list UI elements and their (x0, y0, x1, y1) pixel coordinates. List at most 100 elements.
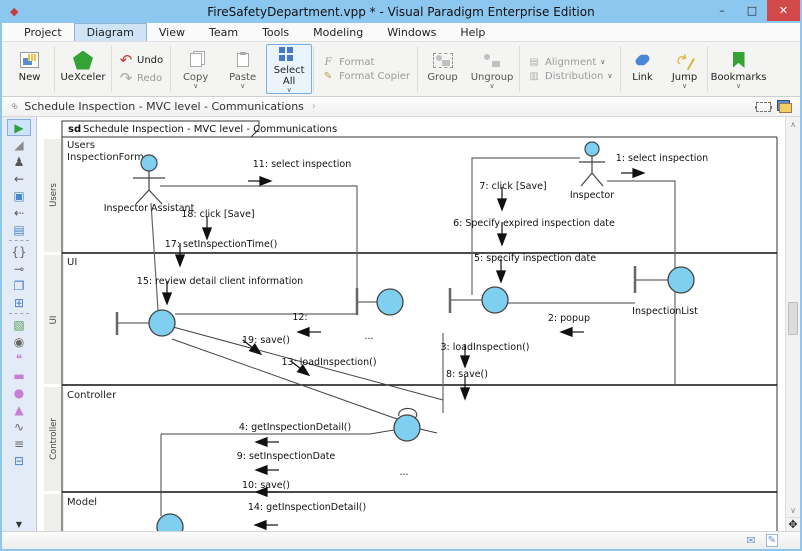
message-tool[interactable]: ← (13, 171, 25, 186)
message-pane-icon[interactable]: ✉ (746, 534, 756, 547)
message-11-label[interactable]: 11: select inspection (253, 159, 351, 170)
model-object-node[interactable] (156, 513, 184, 531)
lane-strip-ui (44, 255, 64, 384)
lane-label-ui: UI (49, 316, 59, 325)
window-tool[interactable]: ⊟ (13, 453, 25, 468)
message-9-label[interactable]: 9: setInspectionDate (237, 451, 336, 462)
jump-button[interactable]: ↷ Jump ∨ (671, 49, 698, 90)
layers-icon[interactable] (777, 100, 792, 113)
arrow-7-icon (496, 187, 508, 212)
message-17-label[interactable]: 17: setInspectionTime() (165, 239, 278, 250)
message-13-label[interactable]: 13: loadInspection() (281, 357, 376, 368)
message-14-label[interactable]: 14: getInspectionDetail() (248, 502, 366, 513)
alignment-button[interactable]: ▤ Alignment ∨ (527, 57, 612, 68)
ungroup-chevron-icon: ∨ (489, 82, 495, 90)
minimize-button[interactable]: – (719, 4, 725, 17)
menu-item-modeling[interactable]: Modeling (313, 25, 364, 39)
screen-capture-tool[interactable]: ◉ (13, 334, 25, 349)
arrow-2-icon (559, 326, 584, 338)
close-button[interactable]: ✕ (767, 0, 800, 21)
zoom-marquee-icon[interactable] (755, 101, 772, 112)
format-button[interactable]: F Format (321, 57, 410, 68)
pointer-tool[interactable]: ▶ (7, 119, 31, 136)
menu-item-view[interactable]: View (158, 25, 185, 39)
menu-item-windows[interactable]: Windows (387, 25, 437, 39)
maximize-button[interactable]: □ (746, 4, 758, 17)
diagram-canvas[interactable]: Users UI Controller sd Schedule Inspecti… (37, 117, 785, 531)
constraint-tool[interactable]: {} (11, 244, 27, 259)
message-8-label[interactable]: 8: save() (446, 369, 488, 380)
redo-button[interactable]: ↷ Redo (119, 68, 163, 87)
frame-title-tab[interactable] (61, 120, 260, 138)
message-12-label[interactable]: 12: (292, 312, 307, 323)
select-all-button[interactable]: Select All ∨ (266, 44, 313, 94)
message-18-label[interactable]: 18: click [Save] (181, 209, 254, 220)
ellipsis-label: ... (399, 467, 408, 478)
inspectionform-label[interactable]: InspectionForm (67, 152, 144, 163)
freehand-tool[interactable]: ∿ (13, 419, 25, 434)
inspection-list-node[interactable] (667, 266, 695, 294)
distribution-button[interactable]: ▥ Distribution ∨ (527, 71, 612, 82)
undo-icon: ↶ (119, 50, 133, 69)
scrollbar-thumb[interactable] (788, 302, 798, 336)
frame-tool[interactable]: ▣ (13, 188, 25, 203)
breadcrumb-diagram-name[interactable]: Schedule Inspection - MVC level - Commun… (24, 100, 304, 113)
inspection-list-label[interactable]: InspectionList (632, 306, 698, 317)
copy-button[interactable]: Copy ∨ (172, 44, 219, 94)
scrollbar-track[interactable] (786, 131, 800, 503)
actor-inspector[interactable] (579, 141, 605, 187)
message-4-label[interactable]: 4: getInspectionDetail() (239, 422, 351, 433)
actor-inspector-label[interactable]: Inspector (570, 190, 614, 201)
menu-item-diagram[interactable]: Diagram (73, 23, 147, 41)
sweeper-tool[interactable]: ◢ (14, 137, 24, 152)
link-button[interactable]: Link (622, 44, 664, 94)
message-5-label[interactable]: 5: specify inspection date (474, 253, 596, 264)
ungroup-icon (482, 53, 502, 68)
text-tool[interactable]: ≡ (13, 436, 25, 451)
ellipse-tool[interactable]: ● (13, 385, 25, 400)
vertical-scrollbar[interactable]: ∧ ∨ ✥ (785, 117, 800, 531)
menu-item-project[interactable]: Project (24, 25, 62, 39)
rectangle-tool[interactable]: ▬ (13, 368, 25, 383)
image-tool[interactable]: ▧ (13, 317, 25, 332)
message-6-label[interactable]: 6: Specify expired inspection date (453, 218, 615, 229)
bookmarks-button[interactable]: Bookmarks ∨ (709, 44, 769, 94)
controller-object-node[interactable] (393, 414, 421, 442)
polygon-tool[interactable]: ▲ (14, 402, 24, 417)
anchor-tool[interactable]: ⊸ (13, 261, 25, 276)
menu-item-tools[interactable]: Tools (262, 25, 290, 39)
message-7-label[interactable]: 7: click [Save] (479, 181, 546, 192)
ui-object-node[interactable] (148, 309, 176, 337)
edit-log-icon[interactable]: ✎ (765, 534, 778, 547)
new-button[interactable]: New (6, 44, 53, 94)
uexceler-button[interactable]: UeXceler (56, 44, 110, 94)
return-message-tool[interactable]: ⇠ (13, 205, 25, 220)
actor-inspector-assistant[interactable] (133, 154, 165, 205)
palette-more-button[interactable]: ▼ (15, 520, 23, 529)
message-2-label[interactable]: 2: popup (548, 313, 590, 324)
ui-object-node[interactable] (376, 288, 404, 316)
message-10-label[interactable]: 10: save() (242, 480, 290, 491)
scroll-down-button[interactable]: ∨ (790, 505, 796, 515)
package-tool[interactable]: ❐ (13, 278, 25, 293)
callout-tool[interactable]: ❝ (15, 351, 23, 366)
model-tool[interactable]: ⊞ (13, 295, 25, 310)
pan-button[interactable]: ✥ (786, 517, 800, 531)
menu-item-team[interactable]: Team (208, 25, 239, 39)
scroll-up-button[interactable]: ∧ (790, 119, 796, 129)
actor-tool[interactable]: ♟ (13, 154, 25, 169)
group-button[interactable]: Group (419, 44, 466, 94)
ungroup-button[interactable]: Ungroup ∨ (466, 44, 518, 94)
message-15-label[interactable]: 15: review detail client information (137, 276, 303, 287)
message-3-label[interactable]: 3: loadInspection() (440, 342, 529, 353)
note-tool[interactable]: ▤ (13, 222, 25, 237)
message-1-label[interactable]: 1: select inspection (616, 153, 708, 164)
actor-inspector-assistant-label[interactable]: Inspector Assistant (104, 203, 195, 214)
undo-button[interactable]: ↶ Undo (119, 50, 164, 69)
menu-item-help[interactable]: Help (460, 25, 486, 39)
ui-object-node[interactable] (481, 286, 509, 314)
message-19-label[interactable]: 19: save() (242, 335, 290, 346)
paste-button[interactable]: Paste ∨ (219, 44, 266, 94)
select-all-icon (279, 47, 286, 53)
format-copier-button[interactable]: ✎ Format Copier (321, 71, 410, 82)
